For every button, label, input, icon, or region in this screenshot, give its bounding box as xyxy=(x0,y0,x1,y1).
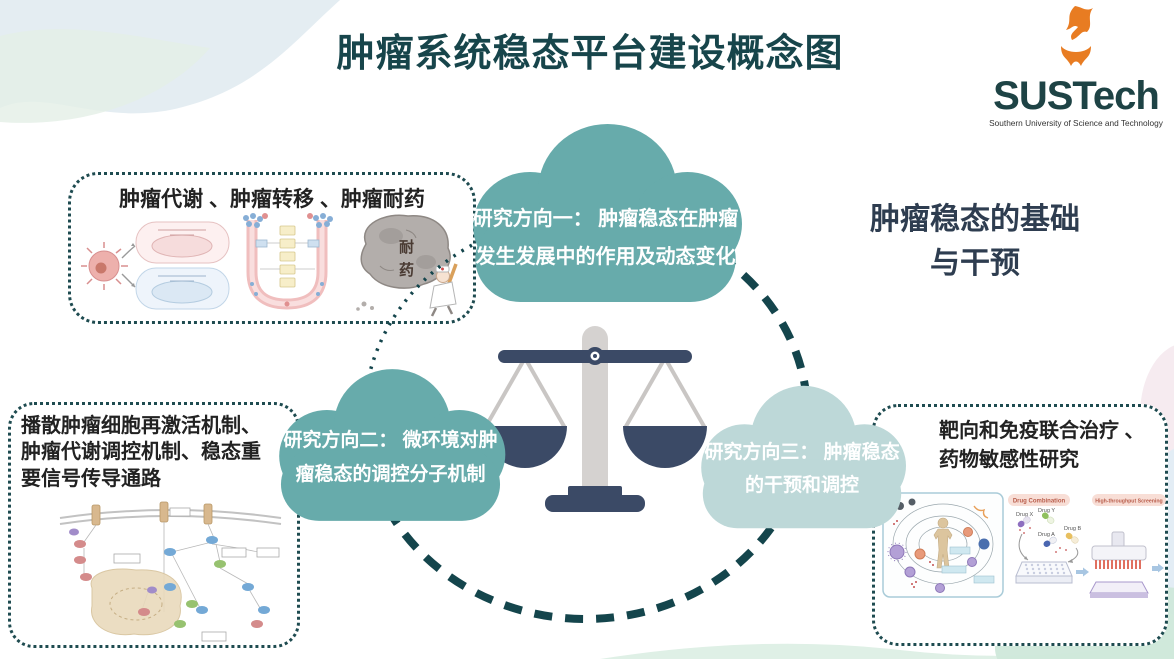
drug-y-label: Drug Y xyxy=(1038,508,1055,514)
tumor-metabolism-image xyxy=(81,221,230,310)
capsule-drug-b xyxy=(1065,532,1079,544)
capsule-drug-x xyxy=(1017,516,1031,528)
box-text-line3: 要信号传导通路 xyxy=(21,467,161,490)
dashed-cycle-arc xyxy=(368,224,812,623)
capsule-drug-a xyxy=(1043,536,1057,547)
right-heading-line2: 与干预 xyxy=(930,246,1020,280)
drug-resistance-rock-image xyxy=(356,214,458,317)
immune-cells xyxy=(896,498,990,560)
scale-right-pan xyxy=(623,426,707,468)
page-title: 肿瘤系统稳态平台建设概念图 xyxy=(336,33,844,75)
right-heading-line1: 肿瘤稳态的基础 xyxy=(870,203,1080,236)
scale-post xyxy=(582,326,608,500)
cloud-direction-one xyxy=(473,124,742,302)
drug-x-label: Drug X xyxy=(1016,512,1033,518)
screening-label: High-throughput Screening xyxy=(1095,499,1162,505)
bottom-mint-band xyxy=(600,638,1174,659)
drug-combination-label: Drug Combination xyxy=(1013,499,1066,505)
signaling-pathway-image xyxy=(59,501,282,642)
doctor-cartoon xyxy=(429,263,458,317)
screening-device xyxy=(1089,531,1149,598)
cloud-one-line2: 发生发展中的作用及动态变化 xyxy=(475,246,736,268)
cloud-two-line2: 瘤稳态的调控分子机制 xyxy=(295,464,486,486)
cloud-direction-two xyxy=(279,369,506,521)
cloud-one-text: 研究方向一： 肿瘤稳态在肿瘤 发生发展中的作用及动态变化 xyxy=(448,200,763,276)
arrow-right-icon xyxy=(1152,563,1164,573)
sustech-tagline: Southern University of Science and Techn… xyxy=(989,117,1163,128)
human-silhouette xyxy=(933,517,953,569)
box-text-line1: 播散肿瘤细胞再激活机制、 xyxy=(21,415,261,437)
box-text: 靶向和免疫联合治疗 、 药物敏感性研究 xyxy=(939,417,1145,475)
microwell-plate xyxy=(1015,561,1073,584)
arrow-right-icon xyxy=(1076,567,1089,577)
scale-strings xyxy=(483,357,707,429)
dotted-cycle-arc xyxy=(362,226,513,473)
cloud-three-text: 研究方向三： 肿瘤稳态 的干预和调控 xyxy=(682,436,922,503)
sustech-wordmark: SUSTech xyxy=(993,74,1160,118)
screening-badge xyxy=(1092,494,1166,506)
box-text-line1: 靶向和免疫联合治疗 、 xyxy=(939,420,1145,442)
virus-cells xyxy=(887,542,977,593)
sustech-logo: SUSTech Southern University of Science a… xyxy=(980,4,1172,128)
drug-screening-image: Drug Combination High-throughput Screeni… xyxy=(1008,494,1166,598)
cloud-two-line1: 研究方向二： 微环境对肿 xyxy=(283,430,498,451)
immunotherapy-image xyxy=(882,492,1004,598)
drug-b-label: Drug B xyxy=(1064,526,1081,532)
cloud-direction-three xyxy=(701,385,906,529)
cloud-three-line1: 研究方向三： 肿瘤稳态 xyxy=(704,442,900,463)
right-heading: 肿瘤稳态的基础 与干预 xyxy=(825,198,1125,285)
mitochondria-region xyxy=(90,568,182,636)
tumor-metastasis-vessel-image xyxy=(243,213,333,310)
drug-a-label: Drug A xyxy=(1038,532,1055,538)
box-title: 肿瘤代谢 、肿瘤转移 、肿瘤耐药 xyxy=(119,188,425,211)
scale-base xyxy=(545,495,645,512)
box-text-line2: 药物敏感性研究 xyxy=(939,449,1079,471)
sustech-torch-icon xyxy=(1061,6,1093,66)
top-left-wave-green xyxy=(0,29,210,123)
cloud-one-line1: 研究方向一： 肿瘤稳态在肿瘤 xyxy=(472,208,739,230)
cloud-three-line2: 的干预和调控 xyxy=(744,475,859,497)
box-text: 播散肿瘤细胞再激活机制、 肿瘤代谢调控机制、稳态重 要信号传导通路 xyxy=(21,413,261,492)
cloud-two-text: 研究方向二： 微环境对肿 瘤稳态的调控分子机制 xyxy=(258,424,523,492)
capsule-drug-y xyxy=(1041,512,1055,524)
drug-combination-badge xyxy=(1008,494,1070,506)
rock-resistance-label: 耐药 xyxy=(397,239,414,285)
box-text-line2: 肿瘤代谢调控机制、稳态重 xyxy=(21,441,261,464)
